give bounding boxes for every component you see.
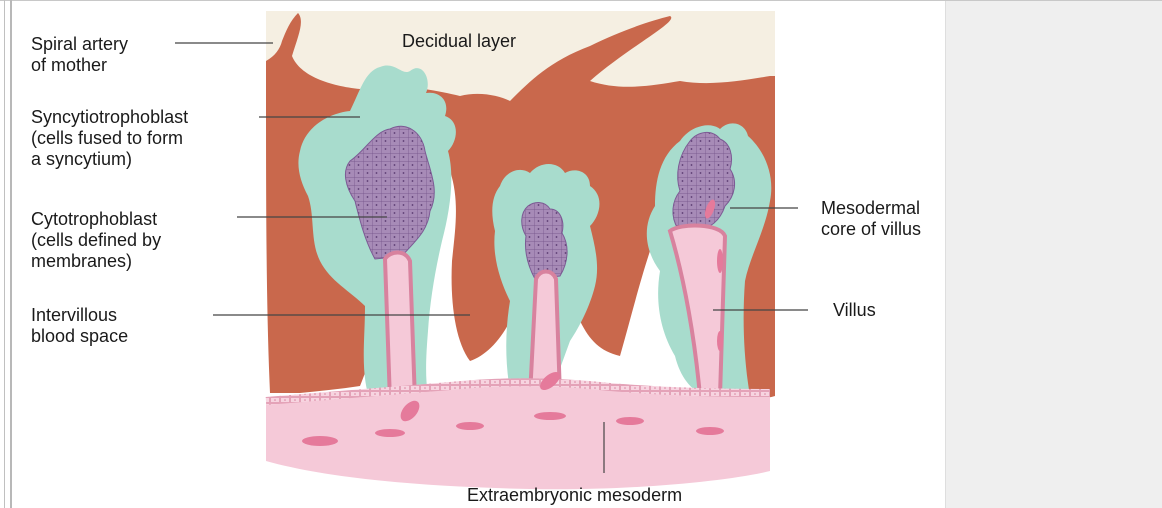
label-cytotrophoblast: Cytotrophoblast (cells defined by membra… [31, 209, 161, 272]
label-villus: Villus [833, 300, 876, 321]
label-spiral-artery: Spiral artery of mother [31, 34, 128, 76]
placenta-villus-diagram: Spiral artery of mother Syncytiotrophobl… [30, 1, 945, 508]
right-side-panel [945, 1, 1162, 508]
label-syncytiotrophoblast: Syncytiotrophoblast (cells fused to form… [31, 107, 188, 170]
label-decidual-layer: Decidual layer [402, 31, 516, 52]
villus-left-stalk [385, 253, 415, 402]
label-extraembryonic-mesoderm: Extraembryonic mesoderm [467, 485, 682, 506]
label-mesodermal-core: Mesodermal core of villus [821, 198, 921, 240]
left-frame-bar [10, 0, 12, 508]
diagram-canvas [30, 1, 945, 508]
left-frame-line [4, 0, 5, 508]
label-intervillous: Intervillous blood space [31, 305, 128, 347]
